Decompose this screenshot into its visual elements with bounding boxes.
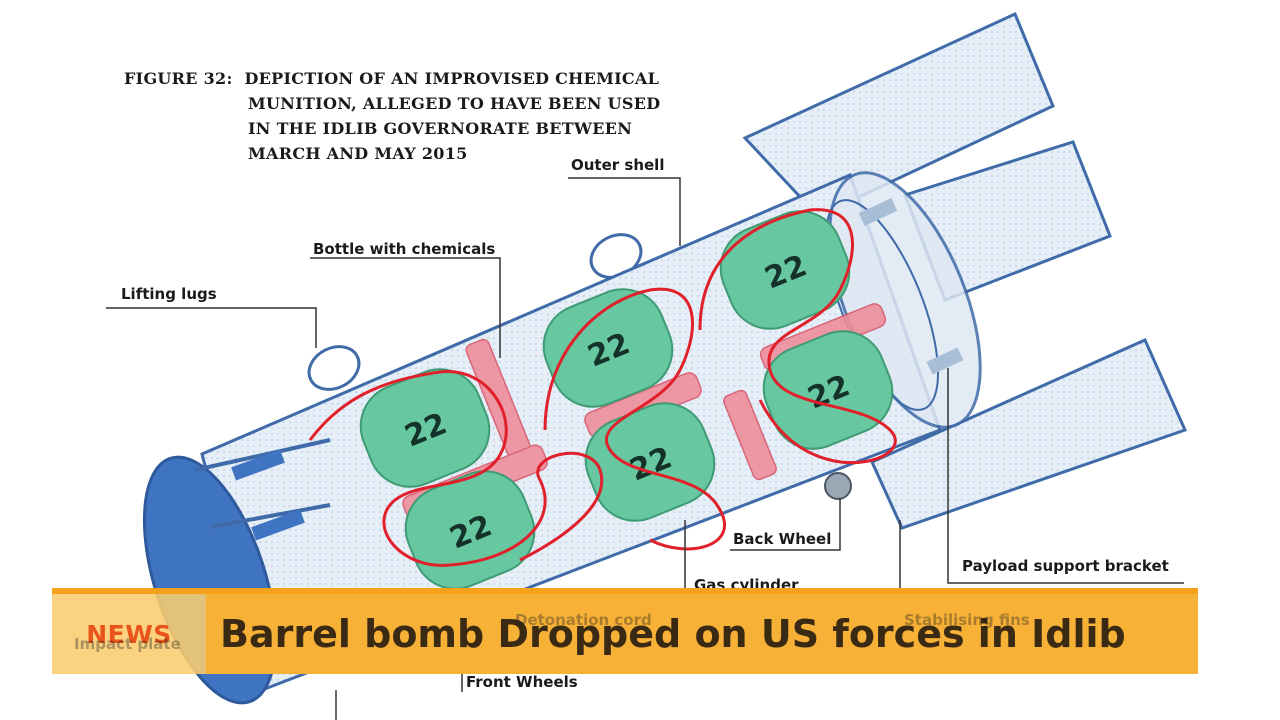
news-tag: NEWS — [52, 594, 206, 674]
headline-bar: Barrel bomb Dropped on US forces in Idli… — [206, 594, 1198, 674]
detonation-cord — [308, 208, 897, 567]
stabilising-fins — [742, 11, 1188, 530]
fuse-front-1 — [231, 449, 285, 481]
impact-plate-rod-1 — [194, 438, 331, 472]
leader-lines — [106, 177, 1184, 720]
news-tag-label: NEWS — [86, 619, 172, 649]
caption-line-1: FIGURE 32: DEPICTION OF AN IMPROVISED CH… — [124, 66, 660, 91]
fuse-front-2 — [251, 509, 305, 541]
caption-line-3: IN THE IDLIB GOVERNORATE BETWEEN — [248, 119, 633, 138]
label-bottle-with-chemicals: Bottle with chemicals — [313, 240, 496, 258]
label-outer-shell: Outer shell — [571, 156, 665, 174]
back-wheel — [824, 472, 852, 500]
label-front-wheels: Front Wheels — [466, 673, 578, 691]
impact-plate-rod-2 — [209, 503, 331, 529]
leader-back-wheel — [730, 498, 841, 551]
payload-support-bracket-1 — [858, 198, 898, 226]
label-stabilising-fins: Stabilising fins — [904, 611, 1030, 629]
label-detonation-cord: Detonation cord — [515, 611, 652, 629]
gas-cylinder-3: 22 — [542, 288, 674, 408]
leader-payload-support-bracket — [947, 368, 1184, 584]
gas-cylinder-5: 22 — [719, 210, 851, 330]
detonation-cord-rear — [698, 208, 897, 465]
caption-figure-label: FIGURE 32: — [124, 69, 233, 88]
label-impact-plate: Impact plate — [74, 635, 181, 653]
caption-line-2: MUNITION, ALLEGED TO HAVE BEEN USED — [248, 94, 661, 113]
news-ticker: NEWS Barrel bomb Dropped on US forces in… — [52, 588, 1198, 674]
lifting-lug-front — [307, 345, 361, 391]
leader-lifting-lugs — [106, 307, 317, 348]
caption-text-1: DEPICTION OF AN IMPROVISED CHEMICAL — [244, 69, 660, 88]
leader-bottle-with-chemicals — [310, 257, 501, 358]
ticker-stripe — [52, 588, 1198, 594]
headline-text: Barrel bomb Dropped on US forces in Idli… — [220, 612, 1126, 656]
caption-line-4: MARCH AND MAY 2015 — [248, 144, 468, 163]
fin-upper — [742, 11, 1055, 218]
figure-caption: FIGURE 32: DEPICTION OF AN IMPROVISED CH… — [124, 66, 660, 166]
payload-support-bracket-2 — [926, 347, 964, 375]
label-lifting-lugs: Lifting lugs — [121, 285, 217, 303]
detonation-cord-front — [308, 370, 604, 567]
detonation-cord-middle — [543, 287, 727, 551]
leader-outer-shell — [568, 177, 681, 246]
label-back-wheel: Back Wheel — [733, 530, 832, 548]
gas-cylinders: 22 22 22 22 22 22 — [359, 210, 894, 590]
gas-cylinder-6: 22 — [762, 330, 894, 450]
label-payload-support-bracket: Payload support bracket — [962, 557, 1169, 575]
bottle-5 — [723, 389, 777, 481]
fin-lower — [870, 338, 1188, 530]
gas-cylinder-4: 22 — [584, 402, 716, 522]
